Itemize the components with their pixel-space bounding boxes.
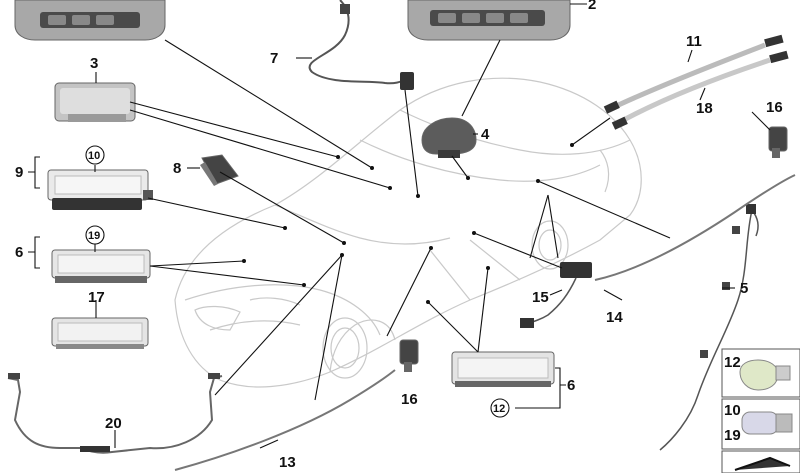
label-7: 7 <box>270 50 278 67</box>
light-4 <box>421 117 477 158</box>
callout-circle-12 <box>490 398 510 418</box>
label-5: 5 <box>740 280 748 297</box>
callout-circle-19 <box>85 225 105 245</box>
label-19-circle: 19 <box>88 230 100 242</box>
ambient-strip-13 <box>174 369 396 471</box>
connector-15 <box>520 262 592 328</box>
label-6-left: 6 <box>15 244 23 261</box>
label-9: 9 <box>15 164 23 181</box>
car-outline <box>174 77 642 388</box>
label-20: 20 <box>105 415 122 432</box>
door-light-icon <box>451 351 555 387</box>
bulb-icon <box>741 411 793 435</box>
footwell-light-9 <box>47 169 153 210</box>
label-8: 8 <box>173 160 181 177</box>
label-2: 2 <box>588 0 596 13</box>
label-15: 15 <box>532 289 549 306</box>
overhead-console-2 <box>407 0 571 41</box>
label-12-legend: 12 <box>724 354 741 371</box>
sensor-16-right <box>768 126 788 158</box>
label-11: 11 <box>686 33 702 50</box>
label-16-bottom: 16 <box>401 391 418 408</box>
label-10-circle: 10 <box>88 150 100 162</box>
label-14: 14 <box>606 309 623 326</box>
overhead-console-left <box>14 0 166 41</box>
label-18: 18 <box>696 100 713 117</box>
label-16-right: 16 <box>766 99 783 116</box>
door-light-17 <box>51 317 149 349</box>
bulb-legend <box>721 348 800 473</box>
leader-dots <box>242 143 574 304</box>
bulb-icon <box>739 359 791 391</box>
wiring-harness-7 <box>308 0 414 90</box>
ambient-strip-14 <box>594 174 796 281</box>
light-guide-20 <box>7 373 223 454</box>
label-12-circle: 12 <box>493 403 505 415</box>
label-6-right: 6 <box>567 377 575 394</box>
callout-circle-10 <box>85 145 105 165</box>
label-17: 17 <box>88 289 105 306</box>
label-13: 13 <box>279 454 296 471</box>
wiring-harness-5 <box>659 204 759 451</box>
sensor-16-bottom <box>399 339 419 372</box>
sensor-icon <box>200 154 239 186</box>
label-19-legend: 19 <box>724 427 741 444</box>
interior-light-unit-icon <box>54 82 136 122</box>
ambient-light-strip-icon <box>603 34 789 130</box>
label-3: 3 <box>90 55 98 72</box>
label-10-legend: 10 <box>724 402 741 419</box>
label-4: 4 <box>481 126 490 143</box>
leader-lines <box>28 3 771 449</box>
door-light-6-left <box>51 249 151 283</box>
